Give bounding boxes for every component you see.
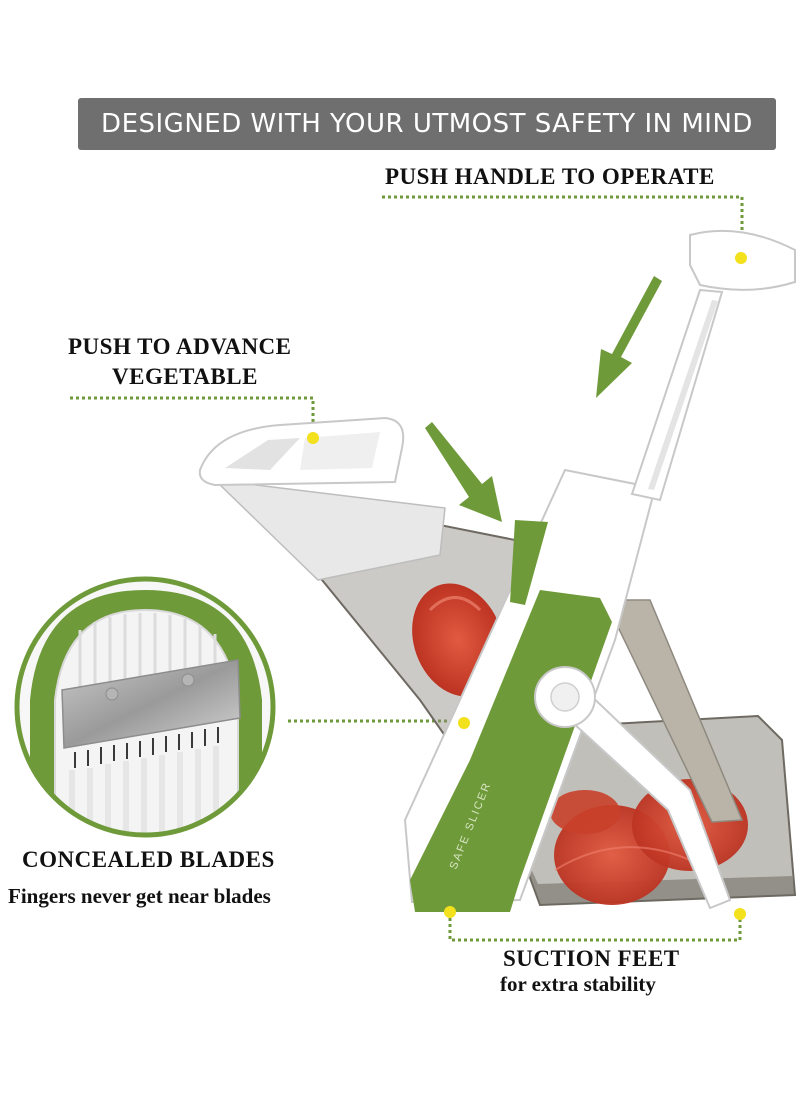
callout-leaders (70, 195, 744, 942)
blade-zoom-inset (14, 576, 276, 838)
food-pusher (198, 416, 446, 581)
marker-dot-handle (735, 252, 747, 264)
marker-dot-blades (458, 717, 470, 729)
plunger-handle (630, 229, 796, 502)
marker-dot-foot-left (444, 906, 456, 918)
suction-feet-callout: SUCTION FEET (503, 946, 680, 971)
leader-suction-feet (448, 912, 742, 942)
push-advance-callout-line2: VEGETABLE (112, 364, 258, 389)
feeder-arrow-icon (425, 422, 502, 522)
marker-dot-foot-right (734, 908, 746, 920)
concealed-blades-subtext: Fingers never get near blades (8, 884, 271, 908)
direction-arrows (425, 276, 662, 522)
handle-arrow-icon (596, 276, 662, 398)
concealed-blades-callout: CONCEALED BLADES (22, 847, 275, 872)
title-banner: DESIGNED WITH YOUR UTMOST SAFETY IN MIND (78, 98, 776, 150)
push-advance-callout-line1: PUSH TO ADVANCE (68, 334, 292, 359)
leader-push-handle (382, 195, 744, 256)
rear-strut (603, 599, 744, 823)
side-lever (534, 666, 732, 910)
push-handle-callout: PUSH HANDLE TO OPERATE (385, 164, 715, 189)
leader-push-advance (70, 396, 315, 436)
marker-dots (307, 252, 747, 920)
marker-dot-pusher (307, 432, 319, 444)
tomato-slice (550, 790, 620, 834)
suction-feet-subtext: for extra stability (500, 972, 656, 996)
blade-icon (61, 659, 241, 749)
